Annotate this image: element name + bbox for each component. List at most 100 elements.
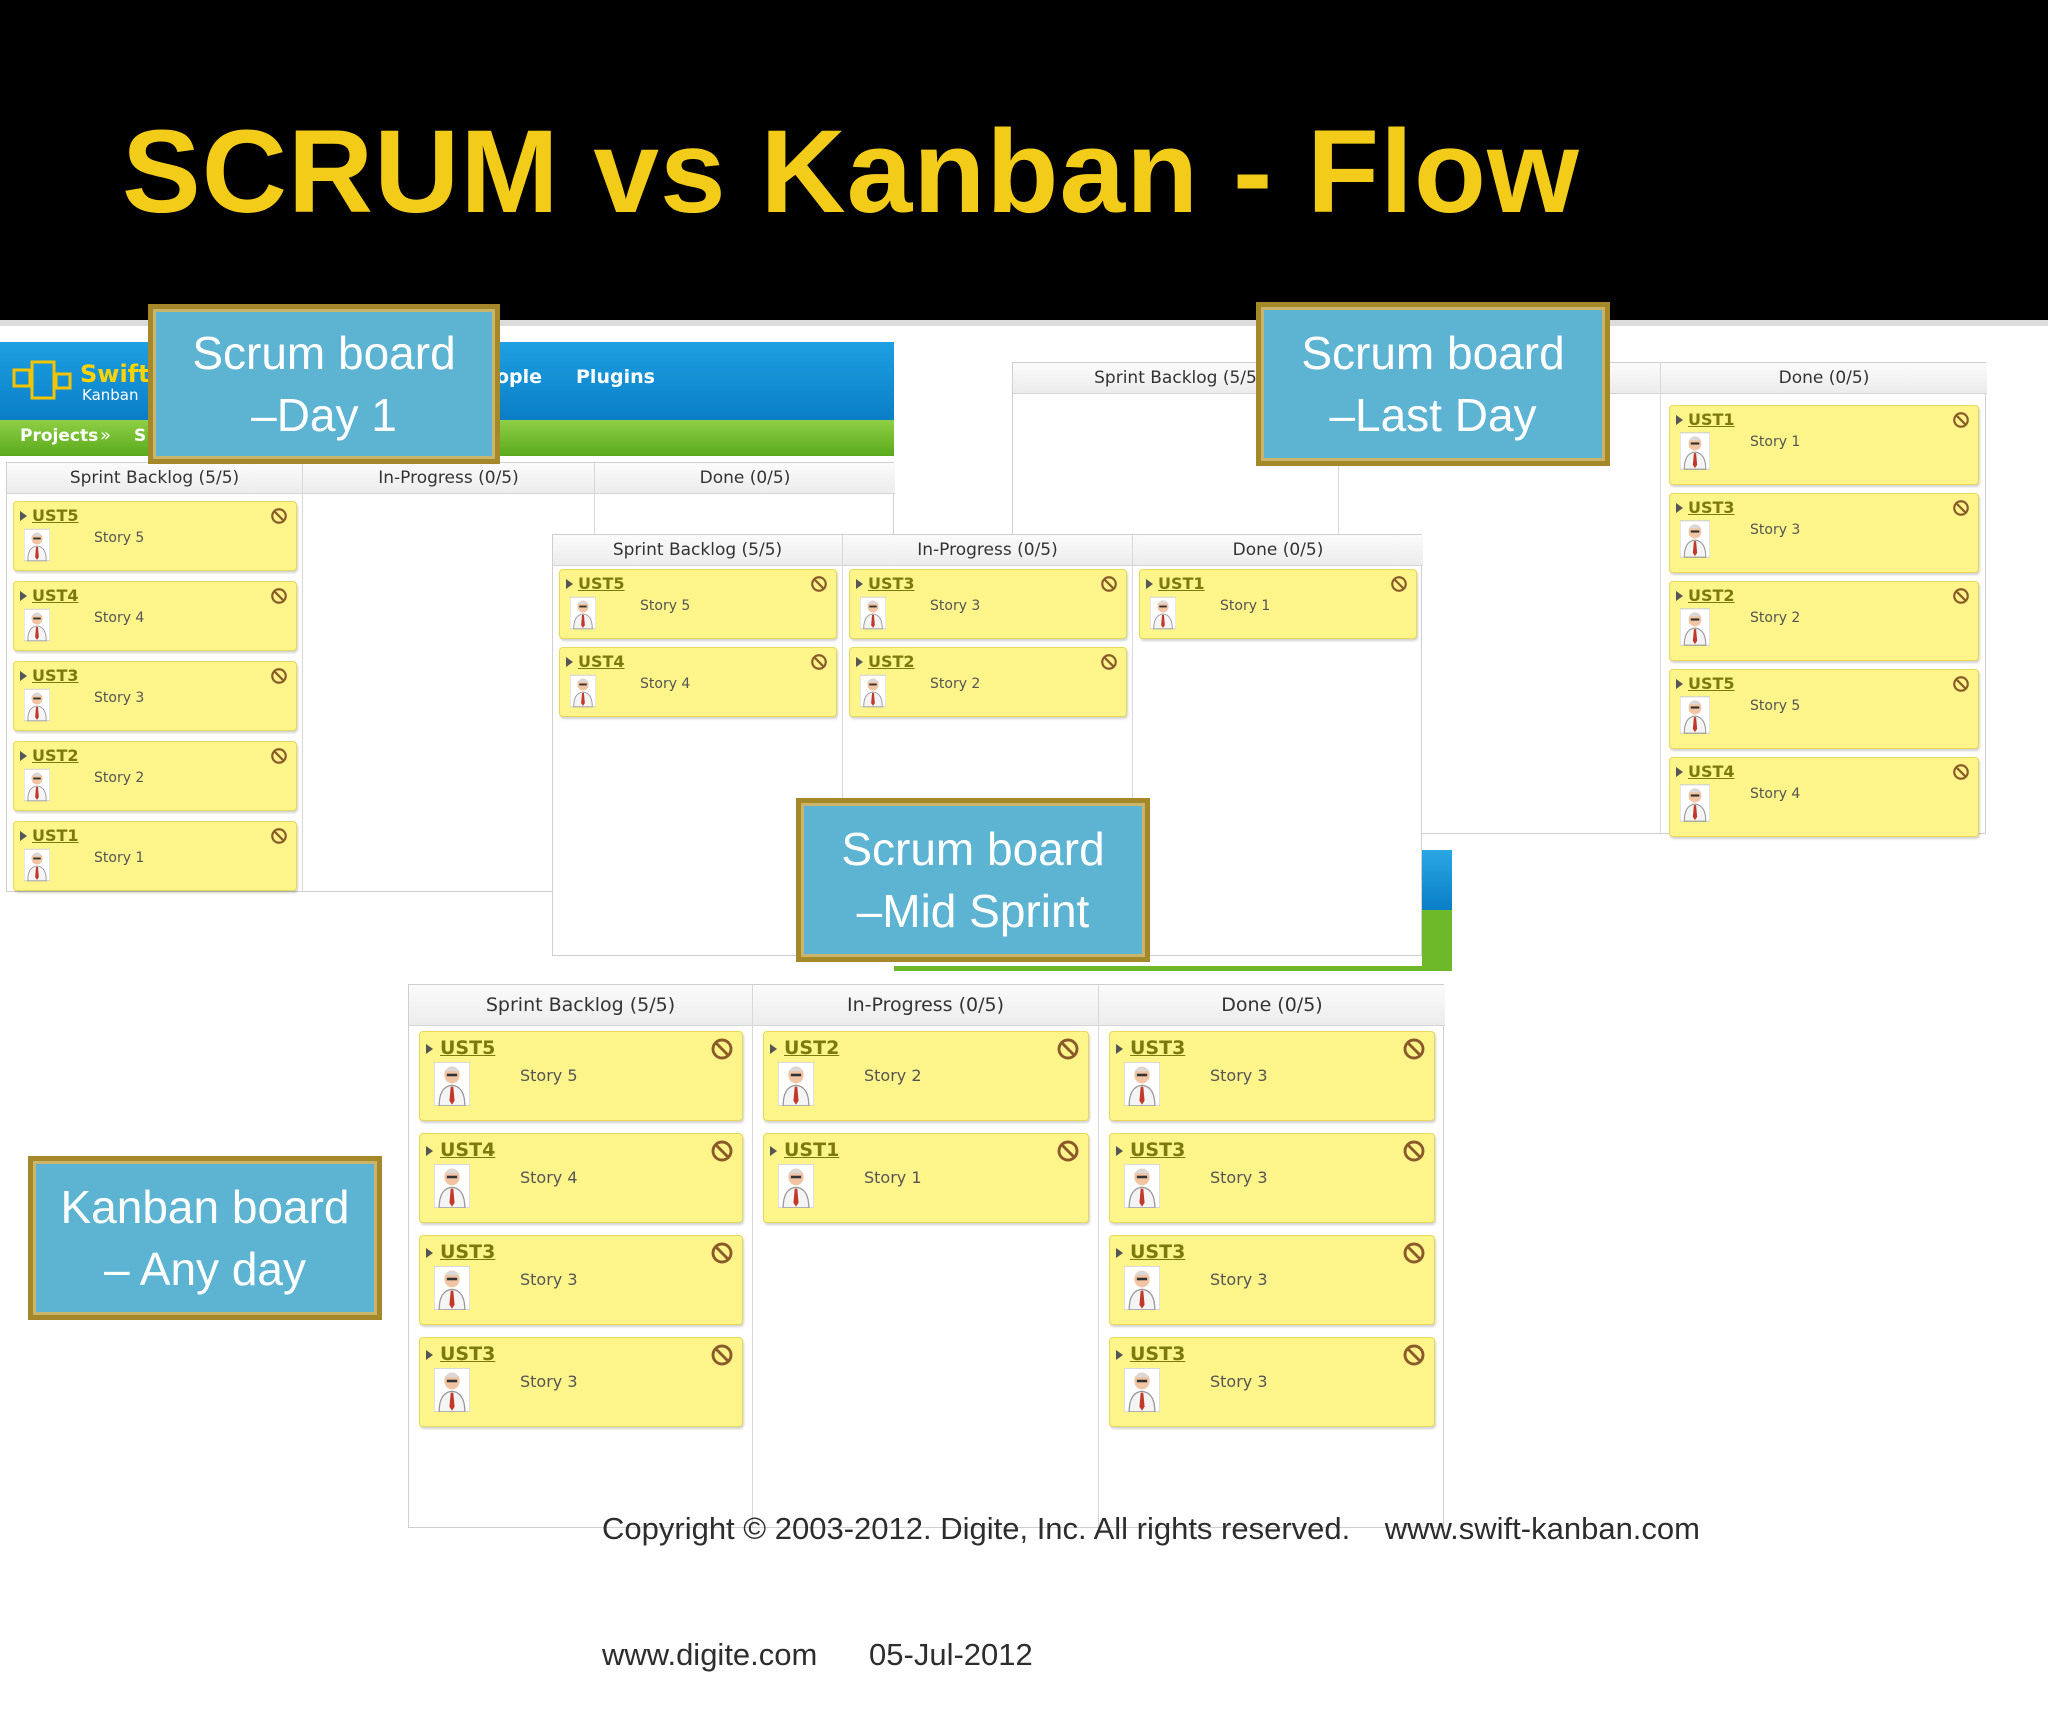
expand-triangle-icon[interactable] [566, 579, 573, 589]
expand-triangle-icon[interactable] [1116, 1350, 1123, 1360]
no-entry-icon[interactable] [1056, 1139, 1080, 1163]
story-id-link[interactable]: UST2 [868, 652, 915, 671]
expand-triangle-icon[interactable] [426, 1248, 433, 1258]
story-id-link[interactable]: UST3 [32, 666, 79, 685]
no-entry-icon[interactable] [270, 827, 288, 845]
no-entry-icon[interactable] [1402, 1241, 1426, 1265]
story-id-link[interactable]: UST5 [1688, 674, 1735, 693]
no-entry-icon[interactable] [270, 747, 288, 765]
no-entry-icon[interactable] [710, 1241, 734, 1265]
no-entry-icon[interactable] [810, 575, 828, 593]
story-id-link[interactable]: UST2 [1688, 586, 1735, 605]
story-id-link[interactable]: UST5 [32, 506, 79, 525]
expand-triangle-icon[interactable] [426, 1350, 433, 1360]
no-entry-icon[interactable] [270, 667, 288, 685]
story-id-link[interactable]: UST5 [578, 574, 625, 593]
breadcrumb-projects[interactable]: Projects [20, 426, 99, 446]
no-entry-icon[interactable] [1402, 1037, 1426, 1061]
expand-triangle-icon[interactable] [856, 579, 863, 589]
expand-triangle-icon[interactable] [20, 671, 27, 681]
story-id-link[interactable]: UST3 [440, 1343, 496, 1365]
expand-triangle-icon[interactable] [1676, 503, 1683, 513]
story-id-link[interactable]: UST4 [578, 652, 625, 671]
no-entry-icon[interactable] [810, 653, 828, 671]
story-id-link[interactable]: UST4 [32, 586, 79, 605]
story-id-link[interactable]: UST1 [1158, 574, 1205, 593]
expand-triangle-icon[interactable] [1116, 1044, 1123, 1054]
no-entry-icon[interactable] [1402, 1343, 1426, 1367]
expand-triangle-icon[interactable] [1676, 679, 1683, 689]
no-entry-icon[interactable] [710, 1037, 734, 1061]
expand-triangle-icon[interactable] [1116, 1248, 1123, 1258]
expand-triangle-icon[interactable] [20, 831, 27, 841]
story-id-link[interactable]: UST4 [440, 1139, 496, 1161]
no-entry-icon[interactable] [1952, 499, 1970, 517]
expand-triangle-icon[interactable] [20, 751, 27, 761]
nav-item-people[interactable]: ople [496, 366, 543, 388]
nav-item-plugins[interactable]: Plugins [576, 366, 655, 388]
story-id-link[interactable]: UST2 [32, 746, 79, 765]
no-entry-icon[interactable] [710, 1139, 734, 1163]
swift-logo[interactable]: Swift Kanban [12, 358, 150, 406]
story-id-link[interactable]: UST3 [440, 1241, 496, 1263]
story-id-link[interactable]: UST3 [1130, 1241, 1186, 1263]
breadcrumb-current[interactable]: S [134, 426, 147, 446]
expand-triangle-icon[interactable] [1676, 591, 1683, 601]
story-id-link[interactable]: UST1 [32, 826, 79, 845]
expand-triangle-icon[interactable] [426, 1146, 433, 1156]
expand-triangle-icon[interactable] [1676, 767, 1683, 777]
no-entry-icon[interactable] [1952, 675, 1970, 693]
story-id-link[interactable]: UST1 [1688, 410, 1735, 429]
story-id-link[interactable]: UST3 [868, 574, 915, 593]
no-entry-icon[interactable] [1100, 653, 1118, 671]
expand-triangle-icon[interactable] [1146, 579, 1153, 589]
expand-triangle-icon[interactable] [20, 591, 27, 601]
expand-triangle-icon[interactable] [426, 1044, 433, 1054]
expand-triangle-icon[interactable] [566, 657, 573, 667]
expand-triangle-icon[interactable] [20, 511, 27, 521]
story-id-link[interactable]: UST2 [784, 1037, 840, 1059]
expand-triangle-icon[interactable] [1676, 415, 1683, 425]
story-id-link[interactable]: UST3 [1688, 498, 1735, 517]
no-entry-icon[interactable] [710, 1343, 734, 1367]
no-entry-icon[interactable] [270, 507, 288, 525]
expand-triangle-icon[interactable] [856, 657, 863, 667]
story-id-link[interactable]: UST3 [1130, 1037, 1186, 1059]
no-entry-icon[interactable] [1056, 1037, 1080, 1061]
no-entry-icon[interactable] [1390, 575, 1408, 593]
story-id-link[interactable]: UST3 [1130, 1139, 1186, 1161]
story-id-link[interactable]: UST4 [1688, 762, 1735, 781]
story-id-link[interactable]: UST5 [440, 1037, 496, 1059]
expand-triangle-icon[interactable] [770, 1044, 777, 1054]
story-id-link[interactable]: UST3 [1130, 1343, 1186, 1365]
no-entry-icon[interactable] [1952, 411, 1970, 429]
expand-triangle-icon[interactable] [770, 1146, 777, 1156]
no-entry-icon[interactable] [270, 587, 288, 605]
no-entry-icon[interactable] [1952, 587, 1970, 605]
no-entry-icon[interactable] [1100, 575, 1118, 593]
story-id-link[interactable]: UST1 [784, 1139, 840, 1161]
